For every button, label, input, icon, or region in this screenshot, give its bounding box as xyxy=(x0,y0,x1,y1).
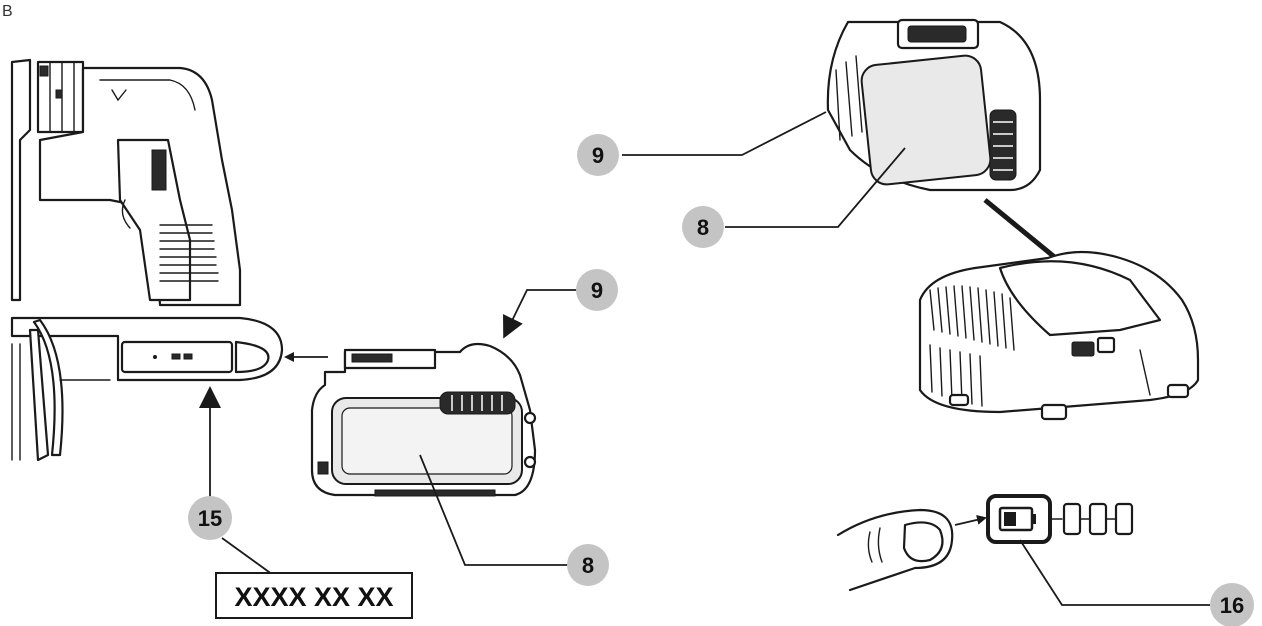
finger-press-illustration xyxy=(836,508,954,592)
svg-text:16: 16 xyxy=(1220,593,1244,618)
svg-text:9: 9 xyxy=(591,278,603,303)
serial-number-label: XXXX XX XX xyxy=(215,572,413,619)
svg-text:XXXX XX XX: XXXX XX XX xyxy=(234,582,393,612)
battery-charger xyxy=(918,250,1200,421)
callout-9-right: 9 xyxy=(577,134,619,176)
callout-9-left: 9 xyxy=(576,269,618,311)
rotary-hammer-illustration xyxy=(10,58,284,462)
charge-indicator xyxy=(986,494,1134,544)
callout-16: 16 xyxy=(1210,583,1254,626)
battery-pack-right xyxy=(826,18,1042,192)
charger-grill xyxy=(929,285,1015,407)
callout-8-right: 8 xyxy=(682,206,724,248)
figure-label: B xyxy=(2,3,13,20)
press-arrow xyxy=(954,514,987,526)
svg-text:9: 9 xyxy=(592,143,604,168)
svg-text:8: 8 xyxy=(697,215,709,240)
grip-texture xyxy=(159,224,219,282)
battery-vent-right xyxy=(989,109,1017,181)
callout-15: 15 xyxy=(188,496,232,540)
svg-text:15: 15 xyxy=(198,506,222,531)
battery-pack-left xyxy=(310,342,537,497)
svg-text:8: 8 xyxy=(582,553,594,578)
callout-8-left: 8 xyxy=(567,544,609,586)
battery-vent-left xyxy=(439,391,516,415)
